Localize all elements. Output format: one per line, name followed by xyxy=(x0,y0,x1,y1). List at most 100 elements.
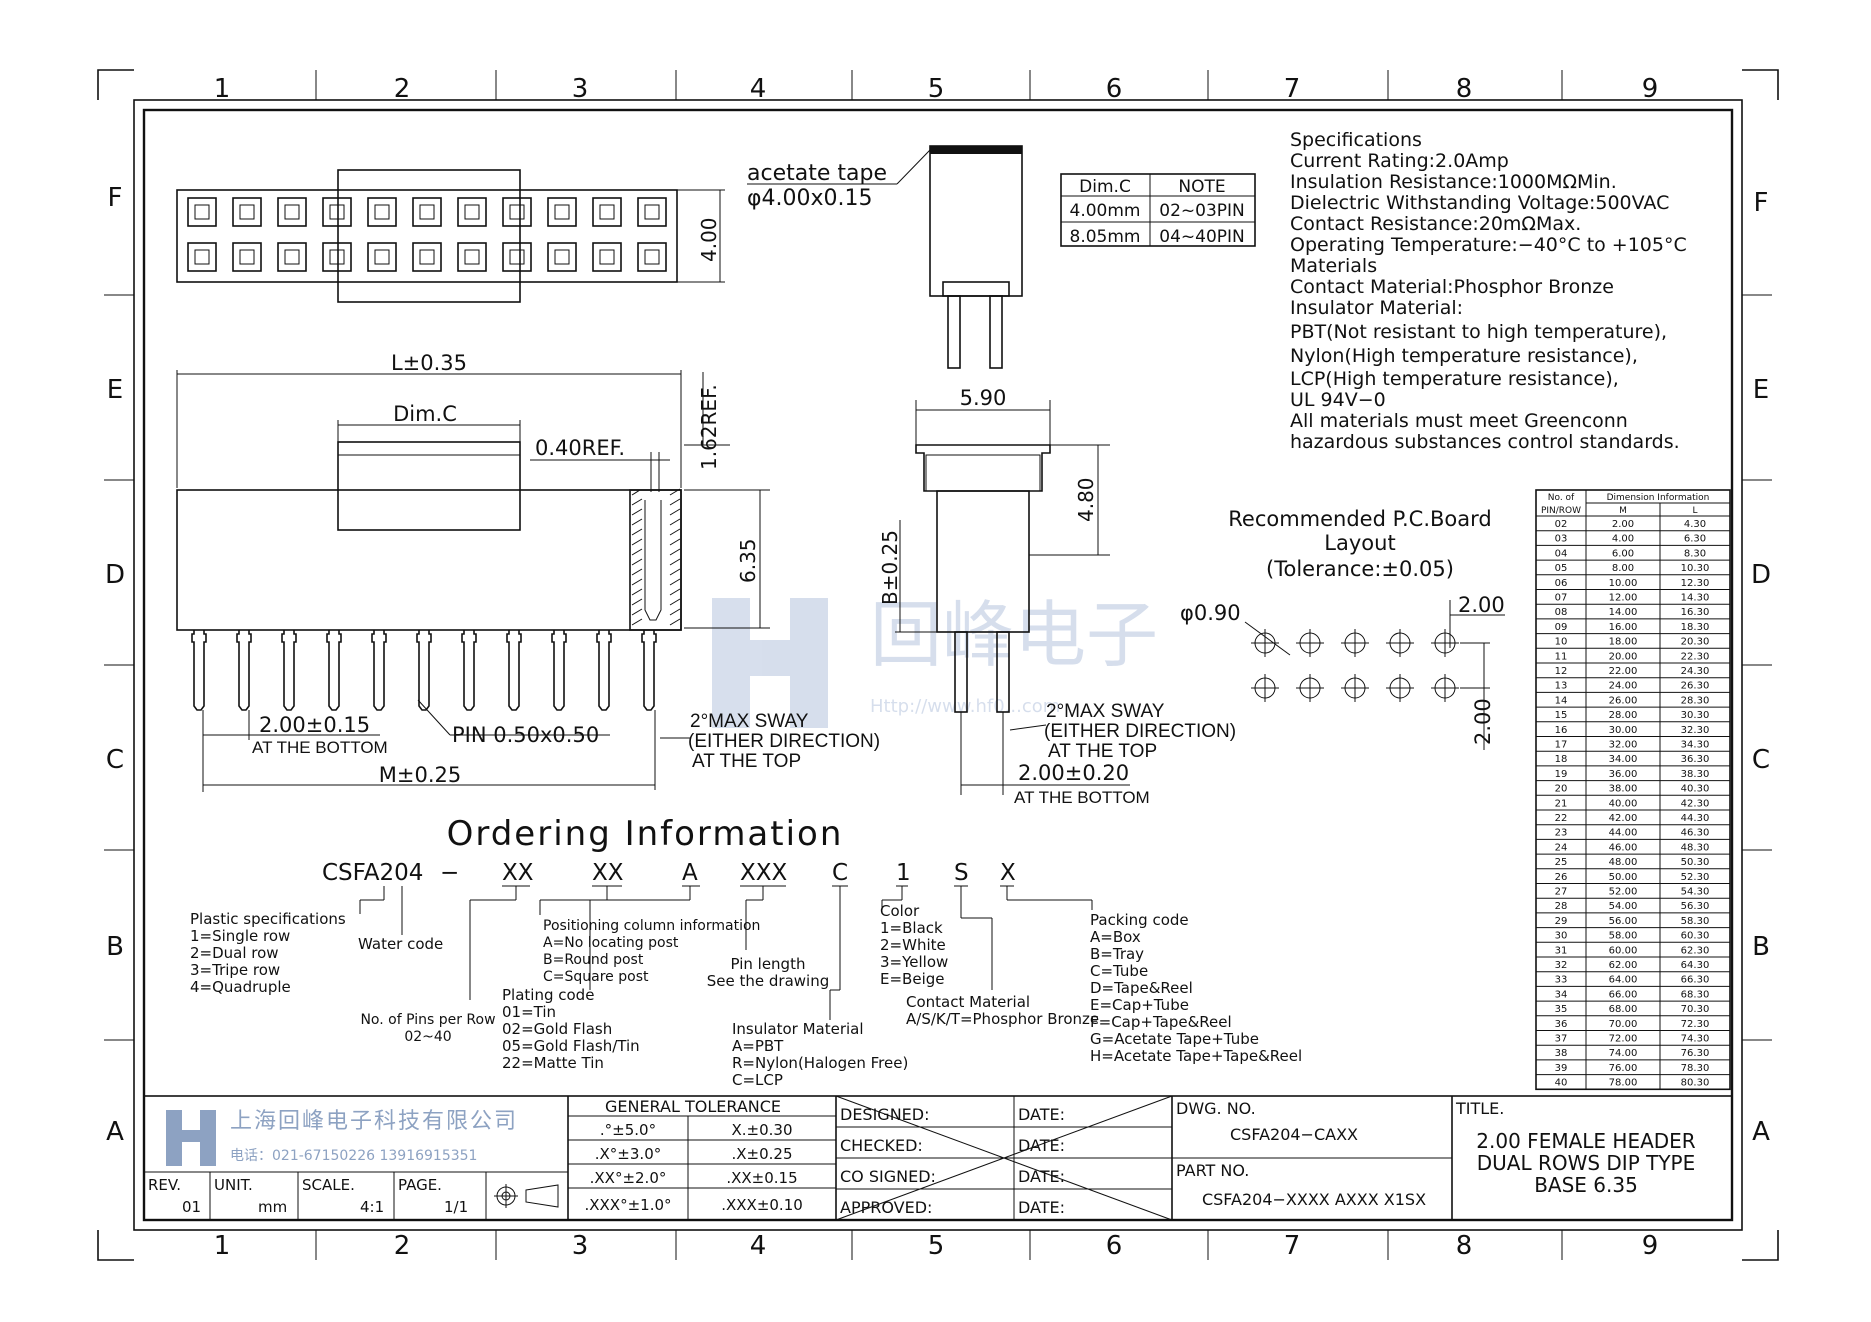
table-cell-pins: 26 xyxy=(1555,872,1568,883)
spec-line: UL 94V−0 xyxy=(1290,389,1386,411)
dim-4-00: 4.00 xyxy=(697,217,721,262)
row-label-right-E: E xyxy=(1753,375,1769,405)
contact-material-line: Contact Material xyxy=(906,993,1030,1011)
front-pin xyxy=(236,630,252,711)
rev-label: REV. xyxy=(148,1176,181,1194)
socket-outline xyxy=(277,197,307,227)
socket-contact xyxy=(329,204,345,220)
page-label: PAGE. xyxy=(398,1176,442,1194)
positioning-line: A=No locating post xyxy=(543,935,679,951)
col-label-bottom-8: 8 xyxy=(1456,1231,1473,1261)
acetate-tape-dim: φ4.00x0.15 xyxy=(747,186,873,211)
plating-code-line: 02=Gold Flash xyxy=(502,1020,612,1038)
table-cell-m: 8.00 xyxy=(1612,563,1634,574)
col-label-bottom-1: 1 xyxy=(214,1231,231,1261)
dimc-header-dim: Dim.C xyxy=(1079,177,1131,197)
positioning-line: C=Square post xyxy=(543,969,649,985)
table-cell-l: 66.30 xyxy=(1681,975,1710,986)
table-cell-pins: 12 xyxy=(1555,666,1568,677)
pcb-title-1: Recommended P.C.Board xyxy=(1228,507,1491,531)
table-cell-pins: 20 xyxy=(1555,784,1568,795)
spec-line: Dielectric Withstanding Voltage:500VAC xyxy=(1290,192,1669,214)
dim-162ref: 1.62REF. xyxy=(697,384,721,470)
table-cell-l: 40.30 xyxy=(1681,784,1710,795)
row-label-right-C: C xyxy=(1752,745,1770,775)
table-cell-l: 74.30 xyxy=(1681,1034,1710,1045)
table-cell-m: 6.00 xyxy=(1612,548,1634,559)
table-cell-pins: 29 xyxy=(1555,916,1568,927)
dim-B: B±0.25 xyxy=(878,530,902,605)
front-pin xyxy=(191,630,207,711)
socket-outline xyxy=(367,242,397,272)
pin-size-label: PIN 0.50x0.50 xyxy=(452,723,599,747)
front-cover xyxy=(337,441,521,531)
plastic-spec-line: 4=Quadruple xyxy=(190,978,291,996)
col-label-bottom-5: 5 xyxy=(928,1231,945,1261)
dim-480: 4.80 xyxy=(1074,477,1098,522)
dimc-table: Dim.C NOTE 4.00mm 02~03PIN 8.05mm 04~40P… xyxy=(1060,173,1256,247)
date-label-4: DATE: xyxy=(1018,1198,1065,1217)
table-cell-pins: 04 xyxy=(1555,548,1568,559)
socket-contact xyxy=(464,249,480,265)
socket-contact xyxy=(239,249,255,265)
table-cell-l: 14.30 xyxy=(1681,593,1710,604)
socket-contact xyxy=(554,204,570,220)
row-labels: F E D C B A F E D C B A xyxy=(105,183,1771,1147)
front-pin xyxy=(596,630,612,711)
pins-per-row-line: No. of Pins per Row xyxy=(360,1012,495,1028)
ordering-information: Ordering Information CSFA204 − XX XX A X… xyxy=(190,814,1302,1089)
code-a: A xyxy=(682,860,698,886)
dim-at-bottom: AT THE BOTTOM xyxy=(252,738,388,757)
table-cell-m: 42.00 xyxy=(1609,813,1638,824)
table-cell-m: 10.00 xyxy=(1609,578,1638,589)
color-line: Color xyxy=(880,902,920,920)
title-block: 上海回峰电子科技有限公司 电话：021-67150226 13916915351… xyxy=(143,1095,1733,1221)
packing-code-line: C=Tube xyxy=(1090,962,1148,980)
socket-contact xyxy=(374,204,390,220)
table-cell-m: 50.00 xyxy=(1609,872,1638,883)
packing-code-line: H=Acetate Tape+Tape&Reel xyxy=(1090,1047,1302,1065)
packing-code-line: F=Cap+Tape&Reel xyxy=(1090,1013,1232,1031)
col-label-top-6: 6 xyxy=(1106,74,1123,104)
spec-line: LCP(High temperature resistance), xyxy=(1290,368,1619,390)
table-cell-l: 48.30 xyxy=(1681,842,1710,853)
insulator-line: R=Nylon(Halogen Free) xyxy=(732,1054,908,1072)
pin-length-line: See the drawing xyxy=(707,972,829,990)
socket-contact xyxy=(509,204,525,220)
table-cell-l: 64.30 xyxy=(1681,960,1710,971)
tol-ang-1: .X°±3.0° xyxy=(595,1145,661,1163)
company-phone: 电话：021-67150226 13916915351 xyxy=(230,1148,477,1164)
table-cell-pins: 15 xyxy=(1555,710,1568,721)
table-cell-pins: 11 xyxy=(1555,651,1568,662)
packing-code-line: G=Acetate Tape+Tube xyxy=(1090,1030,1259,1048)
socket-contact xyxy=(194,249,210,265)
socket-contact xyxy=(374,249,390,265)
date-label-3: DATE: xyxy=(1018,1167,1065,1186)
code-xx2: XX xyxy=(592,860,624,886)
side-view: 5.90 4.80 B±0.25 2.00±0.20 AT THE BOTTOM… xyxy=(878,386,1236,807)
table-cell-m: 70.00 xyxy=(1609,1019,1638,1030)
socket-outline xyxy=(187,242,217,272)
table-cell-m: 16.00 xyxy=(1609,622,1638,633)
table-cell-m: 32.00 xyxy=(1609,740,1638,751)
table-header-pins: No. of xyxy=(1548,493,1575,503)
table-cell-l: 52.30 xyxy=(1681,872,1710,883)
table-cell-l: 10.30 xyxy=(1681,563,1710,574)
row-label-right-A: A xyxy=(1752,1117,1770,1147)
tape-neck xyxy=(942,281,1010,297)
socket-outline xyxy=(547,197,577,227)
table-cell-l: 30.30 xyxy=(1681,710,1710,721)
socket-contact xyxy=(284,204,300,220)
top-view-pin-array xyxy=(187,197,667,272)
packing-code-line: B=Tray xyxy=(1090,945,1144,963)
row-label-right-B: B xyxy=(1752,932,1770,962)
title-label: TITLE. xyxy=(1455,1099,1504,1118)
code-xx1: XX xyxy=(502,860,534,886)
title-line-3: BASE 6.35 xyxy=(1534,1173,1638,1197)
table-cell-l: 54.30 xyxy=(1681,887,1710,898)
top-view-body xyxy=(176,189,678,283)
table-cell-pins: 23 xyxy=(1555,828,1568,839)
